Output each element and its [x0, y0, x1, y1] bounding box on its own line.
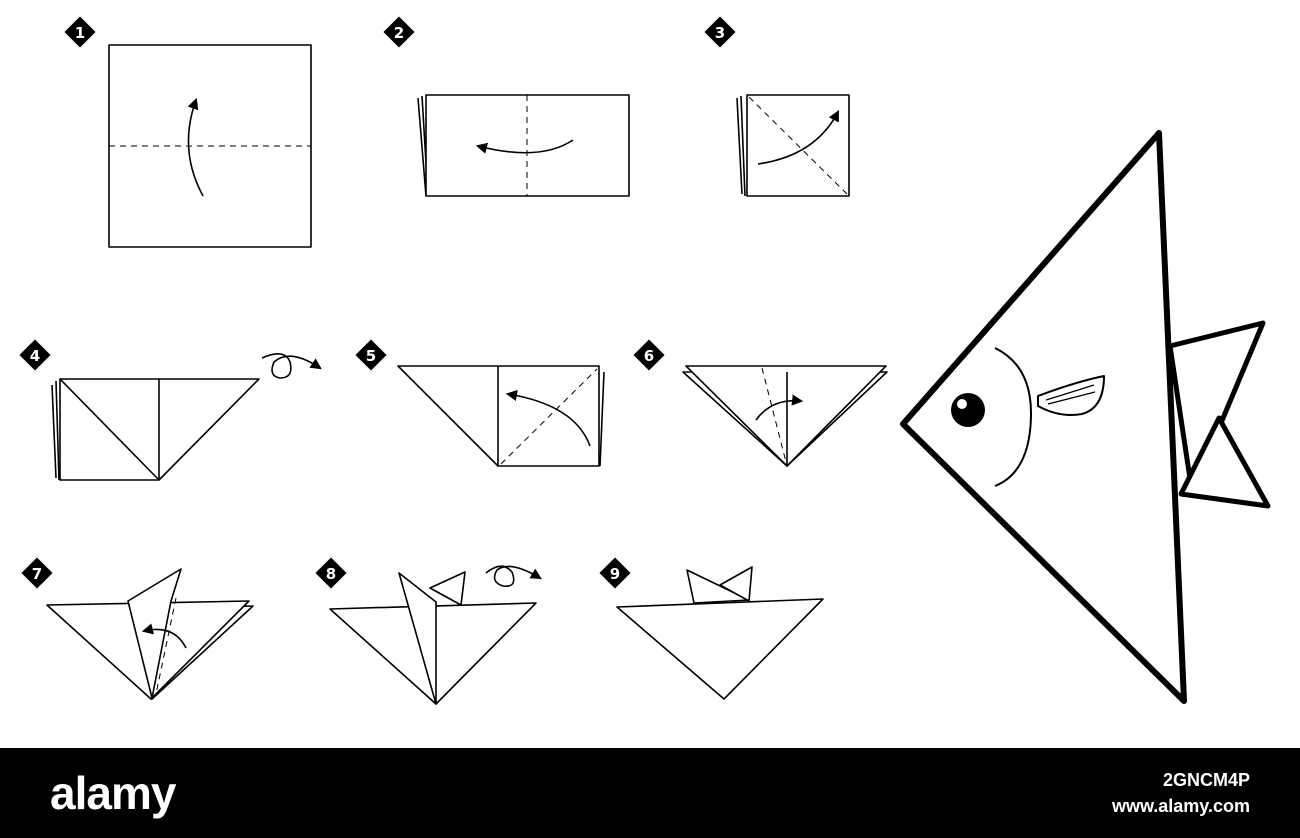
step-1-illustration	[108, 44, 312, 248]
step-7-illustration	[46, 568, 254, 700]
origami-instructions: 1 2 3 4 5 6 7 8 9	[19, 16, 1271, 705]
fish-fin	[1037, 375, 1105, 416]
step-5-illustration	[397, 365, 605, 467]
step-6-illustration	[682, 365, 888, 467]
step-number-7: 7	[32, 565, 42, 583]
step-8-illustration	[329, 565, 542, 705]
brand-logo: alamy	[50, 767, 176, 819]
fish-tail-upper	[1167, 320, 1266, 495]
fish-gill	[994, 347, 1033, 487]
step-number-1: 1	[75, 24, 85, 42]
step-number-3: 3	[715, 24, 725, 42]
step-number-2: 2	[394, 24, 404, 42]
step-badge-5: 5	[355, 339, 387, 371]
instruction-diagram: 1 2 3 4 5 6 7 8 9	[19, 16, 1271, 705]
fish-body	[900, 130, 1187, 704]
step-9-illustration	[616, 566, 824, 700]
step-badge-3: 3	[704, 16, 736, 48]
step-number-4: 4	[30, 347, 40, 365]
step-badge-4: 4	[19, 339, 51, 371]
fish-eye-icon	[951, 393, 985, 427]
site-url: www.alamy.com	[1111, 796, 1250, 816]
step-2-illustration	[417, 94, 630, 197]
step-badge-8: 8	[315, 557, 347, 589]
step-number-9: 9	[610, 565, 620, 583]
step-number-8: 8	[326, 565, 336, 583]
finished-fish-illustration	[900, 130, 1271, 704]
step-number-6: 6	[644, 347, 654, 365]
footer-bar: alamy 2GNCM4P www.alamy.com	[0, 748, 1300, 838]
step-badge-1: 1	[64, 16, 96, 48]
step-badge-7: 7	[21, 557, 53, 589]
fish-tail-lower	[1178, 415, 1271, 509]
step-number-5: 5	[366, 347, 376, 365]
step-badge-9: 9	[599, 557, 631, 589]
step-4-illustration	[51, 353, 322, 481]
step-3-illustration	[736, 94, 850, 197]
step-badge-2: 2	[383, 16, 415, 48]
image-id: 2GNCM4P	[1162, 770, 1250, 790]
step-badge-6: 6	[633, 339, 665, 371]
